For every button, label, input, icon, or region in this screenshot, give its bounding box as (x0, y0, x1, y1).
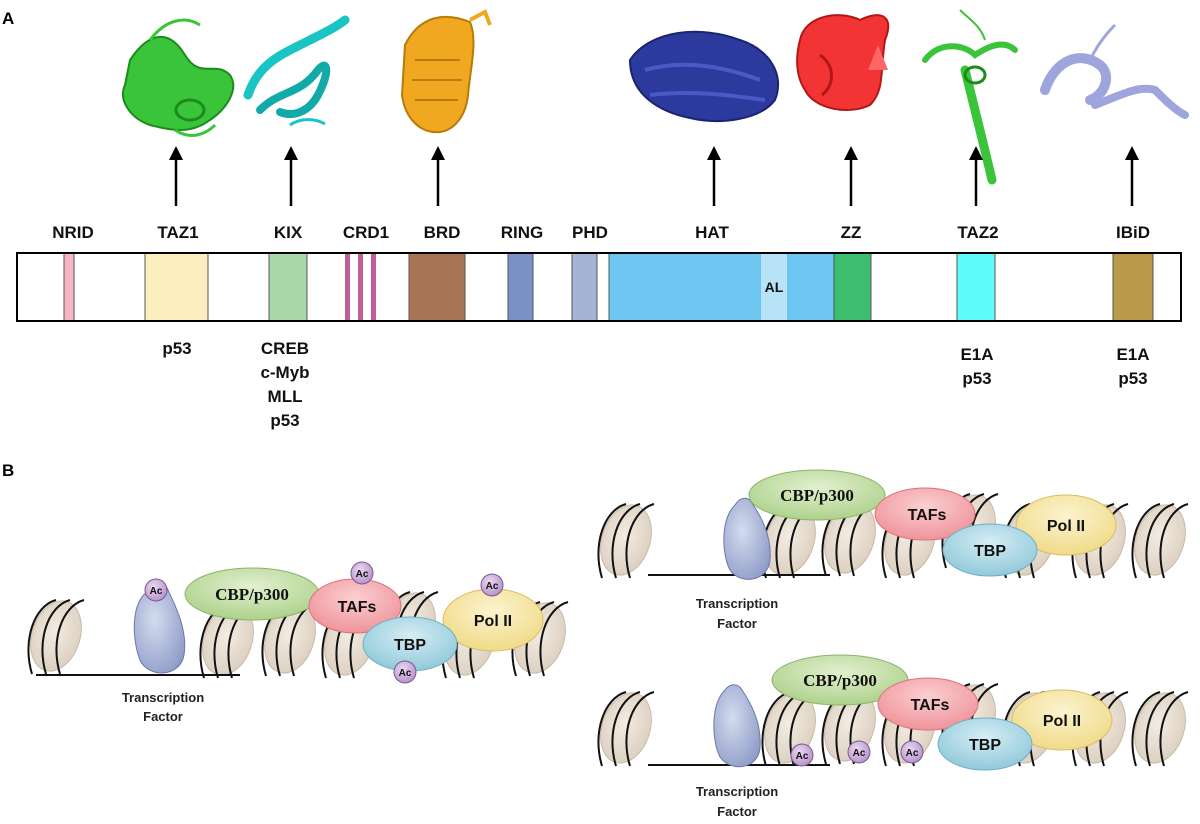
ac-label-bottom-1: Ac (796, 751, 809, 762)
domain-label-zz: ZZ (841, 223, 862, 242)
domain-label-kix: KIX (274, 223, 303, 242)
partners-taz1: p53 (162, 339, 191, 358)
domain-label-phd: PHD (572, 223, 608, 242)
nucleosome-bottom-right-7 (1131, 691, 1189, 767)
ac-label-bottom-2: Ac (853, 748, 866, 759)
partner-kix-3: p53 (270, 411, 299, 430)
domain-block-crd1-2 (358, 254, 363, 320)
tafs-bottom-right (877, 677, 979, 731)
domain-label-nrid: NRID (52, 223, 94, 242)
tafs-label-top-right: TAFs (908, 507, 947, 524)
ac-label-bottom-3: Ac (906, 748, 919, 759)
cbp-label-top-right: CBP/p300 (780, 486, 854, 505)
partner-taz1-0: p53 (162, 339, 191, 358)
cbp-label-bottom-right: CBP/p300 (803, 671, 877, 690)
partner-taz2-0: E1A (960, 345, 993, 364)
pol-label-left: Pol II (474, 613, 512, 630)
ac-mark-bottom-2 (847, 740, 871, 764)
ac-mark-bottom-3 (900, 740, 924, 764)
brd-structure-icon (400, 9, 492, 134)
domain-block-phd (572, 254, 597, 320)
tbp-bottom-right (937, 717, 1033, 771)
pol-label-top-right: Pol II (1047, 518, 1085, 535)
domain-block-nrid (64, 254, 74, 320)
domain-label-brd: BRD (424, 223, 461, 242)
pol-label-bottom-right: Pol II (1043, 713, 1081, 730)
tf-label-top-right-line1: Transcription (696, 596, 778, 611)
panel-b-label: B (2, 461, 14, 480)
transcription-factor-top-right (723, 497, 771, 580)
tbp-label-bottom-right: TBP (969, 737, 1001, 754)
domain-block-taz2 (957, 254, 995, 320)
domain-label-crd1: CRD1 (343, 223, 389, 242)
scheme-left: Ac CBP/p300 TAFs Ac Pol II Ac TBP Ac Tra… (36, 561, 544, 724)
pol-ii-top-right (1015, 494, 1117, 556)
ac-mark-bottom-1 (790, 743, 814, 767)
domain-label-ibid: IBiD (1116, 223, 1150, 242)
nucleosome-top-right-0 (597, 503, 655, 579)
ac-mark-left-tf (144, 578, 168, 602)
domain-block-ring (508, 254, 533, 320)
hat-structure-icon (628, 30, 780, 122)
cbp-p300-top-right (748, 469, 886, 521)
cbp-label-left: CBP/p300 (215, 585, 289, 604)
tf-label-top-right-line2: Factor (717, 616, 757, 631)
domain-block-brd (409, 254, 465, 320)
tf-label-left-line1: Transcription (122, 690, 204, 705)
ac-label-left-pol: Ac (486, 581, 499, 592)
nucleosome-bottom-right-0 (597, 691, 655, 767)
domain-label-taz1: TAZ1 (157, 223, 198, 242)
partner-ibid-0: E1A (1116, 345, 1149, 364)
domain-label-taz2: TAZ2 (957, 223, 998, 242)
domain-block-crd1-3 (371, 254, 376, 320)
kix-structure-icon (243, 15, 350, 127)
partners-ibid: E1A p53 (1116, 345, 1149, 388)
partner-taz2-1: p53 (962, 369, 991, 388)
domain-block-taz1 (145, 254, 208, 320)
tbp-top-right (942, 523, 1038, 577)
ac-mark-left-pol (480, 573, 504, 597)
pol-ii-bottom-right (1011, 689, 1113, 751)
scheme-top-right: CBP/p300 TAFs Pol II TBP Transcription F… (648, 469, 1117, 631)
domain-block-al (761, 254, 787, 320)
tbp-label-top-right: TBP (974, 543, 1006, 560)
partner-kix-2: MLL (268, 387, 303, 406)
zz-structure-icon (796, 14, 890, 111)
ac-label-left-tafs: Ac (356, 569, 369, 580)
ac-label-left-tbp: Ac (399, 668, 412, 679)
domain-block-hat (609, 254, 834, 320)
nucleosome-top-right-7 (1131, 503, 1189, 579)
taz1-structure-icon (122, 18, 235, 137)
partner-kix-0: CREB (261, 339, 309, 358)
partner-kix-1: c-Myb (260, 363, 309, 382)
ac-mark-left-tafs (350, 561, 374, 585)
tafs-label-left: TAFs (338, 599, 377, 616)
ac-label-left-tf: Ac (150, 586, 163, 597)
tbp-label-left: TBP (394, 637, 426, 654)
tf-label-left-line2: Factor (143, 709, 183, 724)
al-label: AL (765, 279, 784, 295)
domain-block-crd1-1 (345, 254, 350, 320)
panel-a-label: A (2, 9, 14, 28)
domain-label-ring: RING (501, 223, 544, 242)
domain-block-ibid (1113, 254, 1153, 320)
domain-label-hat: HAT (695, 223, 729, 242)
tafs-top-right (874, 487, 976, 541)
tafs-label-bottom-right: TAFs (911, 697, 950, 714)
ibid-structure-icon (1040, 23, 1189, 119)
partners-kix: CREB c-Myb MLL p53 (260, 339, 309, 430)
scheme-bottom-right: CBP/p300 TAFs Pol II TBP Ac Ac Ac Transc… (648, 654, 1113, 819)
partners-taz2: E1A p53 (960, 345, 993, 388)
domain-block-kix (269, 254, 307, 320)
domain-block-zz (834, 254, 871, 320)
partner-ibid-1: p53 (1118, 369, 1147, 388)
ac-mark-left-tbp (393, 660, 417, 684)
transcription-factor-bottom-right (713, 684, 761, 768)
tf-label-bottom-right-line2: Factor (717, 804, 757, 819)
nucleosome-left-0 (27, 599, 85, 675)
taz2-structure-icon (922, 9, 1018, 185)
structure-arrows (169, 146, 1139, 206)
tf-label-bottom-right-line1: Transcription (696, 784, 778, 799)
